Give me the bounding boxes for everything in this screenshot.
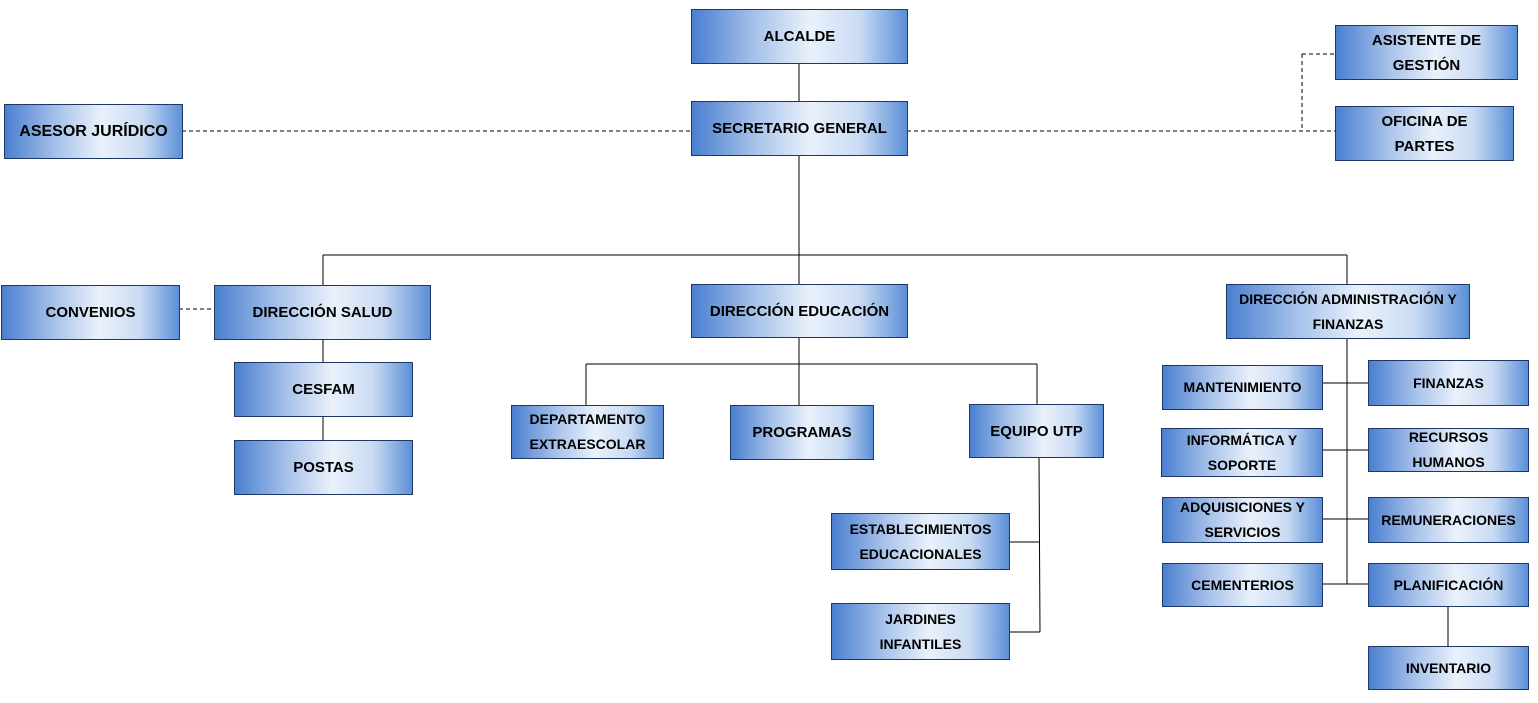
node-adquisiciones-servicios: ADQUISICIONES Y SERVICIOS bbox=[1162, 497, 1323, 543]
node-label: REMUNERACIONES bbox=[1381, 511, 1516, 528]
node-label: EQUIPO UTP bbox=[990, 422, 1083, 440]
node-label: ALCALDE bbox=[763, 28, 836, 45]
node-label: CEMENTERIOS bbox=[1191, 576, 1294, 593]
node-convenios: CONVENIOS bbox=[1, 285, 180, 340]
node-finanzas: FINANZAS bbox=[1368, 360, 1529, 406]
node-label: INVENTARIO bbox=[1405, 659, 1492, 676]
node-label: INFORMÁTICA Y SOPORTE bbox=[1186, 431, 1298, 473]
node-label: DIRECCIÓN EDUCACIÓN bbox=[709, 302, 890, 320]
node-departamento-extraescolar: DEPARTAMENTO EXTRAESCOLAR bbox=[511, 405, 664, 459]
node-cementerios: CEMENTERIOS bbox=[1162, 563, 1323, 607]
node-label: JARDINES INFANTILES bbox=[879, 610, 962, 652]
node-oficina-partes: OFICINA DE PARTES bbox=[1335, 106, 1514, 161]
node-asistente-gestion: ASISTENTE DE GESTIÓN bbox=[1335, 25, 1518, 80]
node-label: POSTAS bbox=[293, 459, 354, 476]
node-planificacion: PLANIFICACIÓN bbox=[1368, 563, 1529, 607]
node-equipo-utp: EQUIPO UTP bbox=[969, 404, 1104, 458]
node-inventario: INVENTARIO bbox=[1368, 646, 1529, 690]
node-jardines-infantiles: JARDINES INFANTILES bbox=[831, 603, 1010, 660]
node-remuneraciones: REMUNERACIONES bbox=[1368, 497, 1529, 543]
node-label: DEPARTAMENTO EXTRAESCOLAR bbox=[529, 411, 646, 452]
node-label: ASESOR JURÍDICO bbox=[19, 123, 168, 140]
node-label: SECRETARIO GENERAL bbox=[712, 120, 887, 137]
node-alcalde: ALCALDE bbox=[691, 9, 908, 64]
node-secretario-general: SECRETARIO GENERAL bbox=[691, 101, 908, 156]
node-label: RECURSOS HUMANOS bbox=[1408, 429, 1489, 470]
node-label: FINANZAS bbox=[1413, 374, 1484, 391]
node-label: DIRECCIÓN SALUD bbox=[252, 304, 393, 321]
node-direccion-educacion: DIRECCIÓN EDUCACIÓN bbox=[691, 284, 908, 338]
node-mantenimiento: MANTENIMIENTO bbox=[1162, 365, 1323, 410]
node-cesfam: CESFAM bbox=[234, 362, 413, 417]
node-label: ESTABLECIMIENTOS EDUCACIONALES bbox=[849, 520, 992, 562]
node-label: OFICINA DE PARTES bbox=[1381, 112, 1468, 155]
node-recursos-humanos: RECURSOS HUMANOS bbox=[1368, 428, 1529, 472]
node-label: MANTENIMIENTO bbox=[1183, 379, 1302, 395]
node-programas: PROGRAMAS bbox=[730, 405, 874, 460]
node-direccion-administracion-finanzas: DIRECCIÓN ADMINISTRACIÓN Y FINANZAS bbox=[1226, 284, 1470, 339]
node-informatica-soporte: INFORMÁTICA Y SOPORTE bbox=[1161, 428, 1323, 477]
node-label: PLANIFICACIÓN bbox=[1393, 576, 1504, 593]
node-label: CESFAM bbox=[292, 381, 355, 398]
node-label: DIRECCIÓN ADMINISTRACIÓN Y FINANZAS bbox=[1239, 290, 1457, 332]
node-label: ASISTENTE DE GESTIÓN bbox=[1371, 31, 1482, 74]
node-label: ADQUISICIONES Y SERVICIOS bbox=[1180, 499, 1305, 540]
node-establecimientos-educacionales: ESTABLECIMIENTOS EDUCACIONALES bbox=[831, 513, 1010, 570]
node-asesor-juridico: ASESOR JURÍDICO bbox=[4, 104, 183, 159]
node-postas: POSTAS bbox=[234, 440, 413, 495]
node-direccion-salud: DIRECCIÓN SALUD bbox=[214, 285, 431, 340]
node-label: CONVENIOS bbox=[45, 304, 136, 321]
node-label: PROGRAMAS bbox=[752, 424, 852, 441]
